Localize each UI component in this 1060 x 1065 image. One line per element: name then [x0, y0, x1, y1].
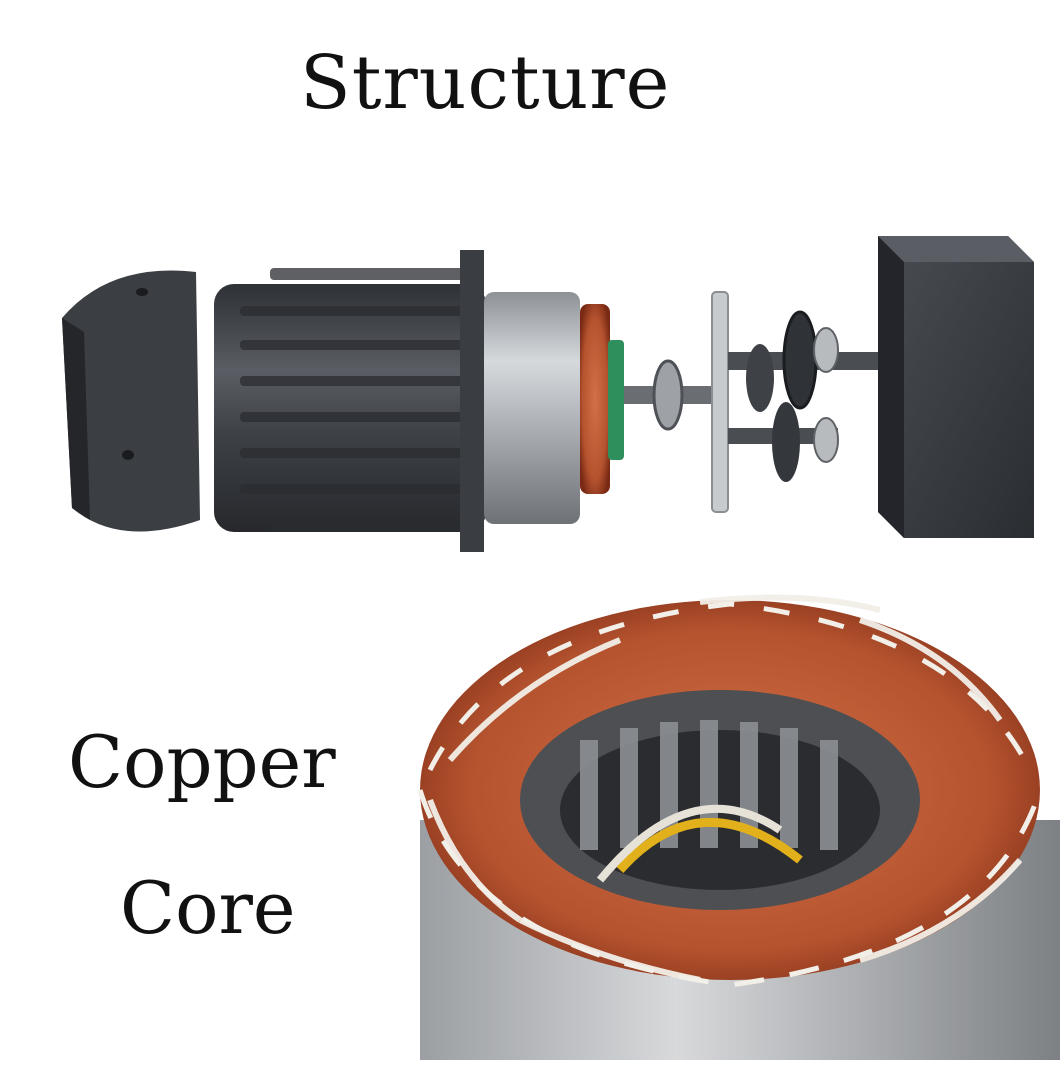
caption-line-2: Core — [120, 866, 296, 950]
gearbox-housing-icon — [878, 236, 1034, 538]
rotor-shaft-icon — [624, 291, 729, 513]
copper-stator-icon — [417, 594, 1060, 1060]
motor-housing-icon — [214, 250, 486, 552]
caption-line-1: Copper — [68, 720, 336, 804]
stator-winding-icon — [484, 292, 624, 524]
heading: Structure — [300, 40, 671, 126]
gear-train-icon — [728, 310, 878, 482]
end-cap-icon — [62, 270, 200, 532]
